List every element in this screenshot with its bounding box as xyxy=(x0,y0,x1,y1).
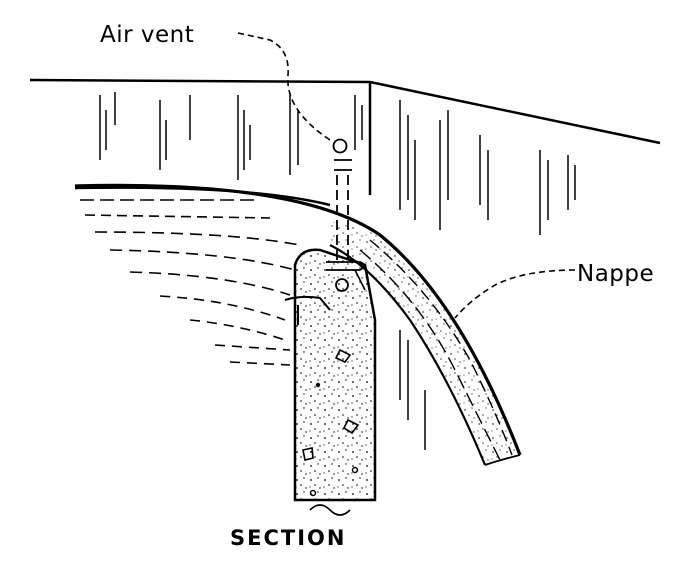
headwater xyxy=(74,186,331,366)
air-vent-pipe xyxy=(326,138,365,292)
wall-hatching xyxy=(99,92,576,450)
air-vent-label: Air vent xyxy=(100,22,194,48)
nappe-body xyxy=(330,222,520,465)
background-wall xyxy=(29,78,661,195)
section-label: SECTION xyxy=(230,526,346,550)
weir-section xyxy=(284,248,377,516)
nappe-label: Nappe xyxy=(577,261,654,287)
air-vent-leader xyxy=(237,32,331,141)
nappe-leader xyxy=(454,269,576,319)
